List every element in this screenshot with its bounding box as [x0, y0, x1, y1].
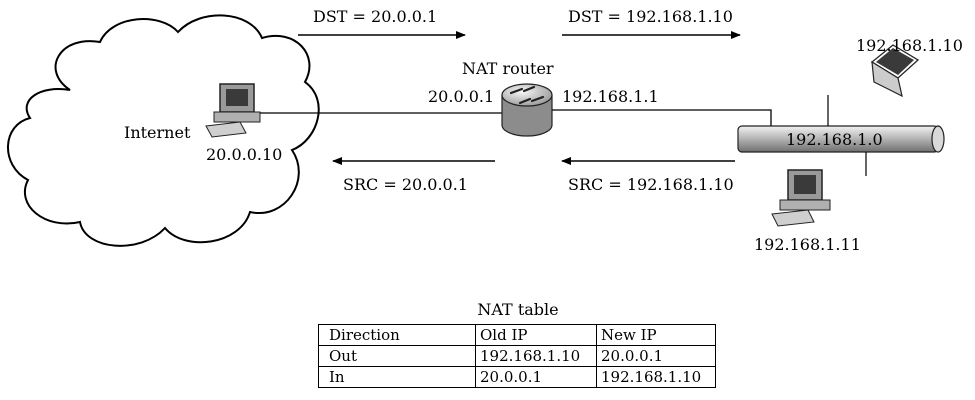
table-header-row: Direction Old IP New IP: [318, 324, 716, 346]
laptop-ip-label: 192.168.1.10: [856, 36, 963, 55]
nat-router-icon: [501, 83, 553, 137]
dst-label-left: DST = 20.0.0.1: [313, 7, 437, 26]
nat-table-title: NAT table: [477, 300, 559, 319]
router-title: NAT router: [462, 59, 554, 78]
src-label-right: SRC = 192.168.1.10: [568, 175, 734, 194]
nat-table: Direction Old IP New IP Out 192.168.1.10…: [318, 324, 716, 388]
src-label-left: SRC = 20.0.0.1: [343, 175, 468, 194]
lan-network-label: 192.168.1.0: [786, 130, 883, 149]
internet-cloud: [7, 14, 320, 247]
lan-pc-ip-label: 192.168.1.11: [754, 235, 861, 254]
lan-computer-icon: [771, 169, 831, 227]
router-left-ip: 20.0.0.1: [428, 87, 494, 106]
table-row: In 20.0.0.1 192.168.1.10: [318, 366, 716, 388]
nat-diagram: DST = 20.0.0.1 DST = 192.168.1.10 NAT ro…: [7, 7, 963, 254]
table-cell: Out: [318, 345, 476, 367]
table-cell: 192.168.1.10: [596, 366, 716, 388]
lan-bus-icon: [737, 95, 945, 176]
table-cell: 20.0.0.1: [475, 366, 597, 388]
internet-label: Internet: [124, 123, 191, 142]
laptop-icon: [870, 44, 920, 98]
dst-label-right: DST = 192.168.1.10: [568, 7, 733, 26]
table-row: Out 192.168.1.10 20.0.0.1: [318, 345, 716, 367]
table-header-cell: Old IP: [475, 324, 597, 346]
table-cell: 20.0.0.1: [596, 345, 716, 367]
router-right-ip: 192.168.1.1: [562, 87, 659, 106]
link-router-lan: [552, 109, 772, 126]
table-header-cell: New IP: [596, 324, 716, 346]
internet-host-ip-label: 20.0.0.10: [206, 145, 282, 164]
table-header-cell: Direction: [318, 324, 476, 346]
internet-host-computer-icon: [205, 83, 261, 138]
table-cell: 192.168.1.10: [475, 345, 597, 367]
table-cell: In: [318, 366, 476, 388]
